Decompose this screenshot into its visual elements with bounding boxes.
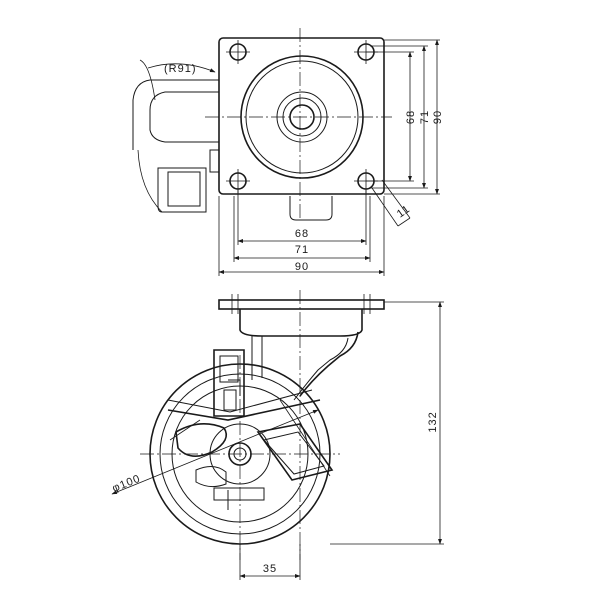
dim-90-horizontal-label: 90 xyxy=(295,261,309,273)
top-tab xyxy=(289,196,333,221)
top-view: (R91) 68 71 90 68 71 90 11 xyxy=(132,28,444,276)
wheel-diameter-label: φ100 xyxy=(111,473,143,495)
brake-assembly xyxy=(167,349,334,510)
bolt-hole-bottom-left xyxy=(226,169,250,193)
dim-90-vertical-label: 90 xyxy=(432,110,444,124)
radius-arc xyxy=(147,63,216,73)
dim-68-horizontal-label: 68 xyxy=(295,228,309,240)
side-plate xyxy=(218,299,385,310)
fork-leg xyxy=(299,331,359,397)
diameter-leader xyxy=(111,409,319,495)
dim-68-vertical-label: 68 xyxy=(405,110,417,124)
radius-label: (R91) xyxy=(164,63,197,75)
dim-71-vertical-label: 71 xyxy=(419,110,431,124)
top-plate xyxy=(218,37,385,195)
swivel-housing xyxy=(239,309,363,337)
bolt-hole-top-left xyxy=(226,40,250,64)
height-dim-label: 132 xyxy=(427,411,439,432)
offset-dim-label: 35 xyxy=(263,563,277,575)
side-view: φ100 132 35 xyxy=(111,290,444,580)
dim-71-horizontal-label: 71 xyxy=(295,244,309,256)
brake-outline-top xyxy=(132,59,220,213)
